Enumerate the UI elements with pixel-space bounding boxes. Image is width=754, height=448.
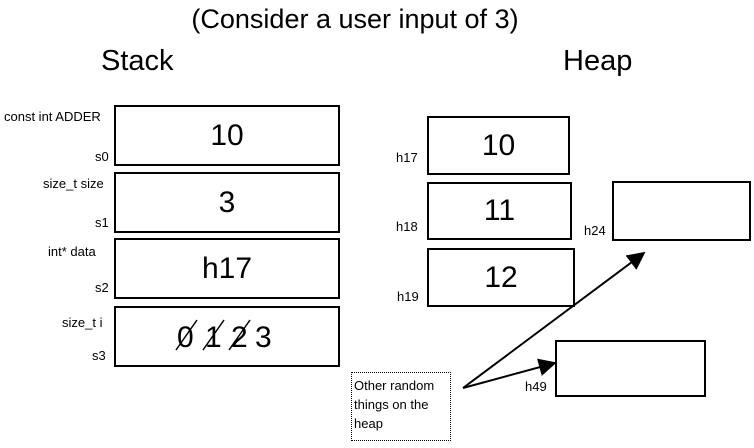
heap-cell-4-box [555, 340, 706, 397]
stack-slot-2-box: h17 [114, 238, 340, 299]
stack-slot-1-box: 3 [114, 172, 340, 233]
strikethrough-mark [175, 319, 198, 351]
stack-slot-3-box [114, 306, 340, 367]
heap-cell-3-box [612, 181, 751, 241]
heap-cell-0-box: 10 [427, 116, 570, 175]
stack-slot-0-name: const int ADDER [4, 109, 101, 124]
stack-slot-3-value: 3 [255, 321, 272, 354]
stack-slot-1-addr: s1 [95, 215, 109, 230]
arrow-to-h49 [462, 358, 557, 389]
heap-cell-0-addr: h17 [396, 150, 418, 165]
stack-slot-0-addr: s0 [95, 149, 109, 164]
heap-cell-2-value: 12 [484, 260, 518, 294]
heap-cell-3-addr: h24 [584, 223, 606, 238]
heap-cell-1-box: 11 [427, 182, 572, 240]
stack-slot-0-box: 10 [114, 105, 340, 166]
random-things-note: Other random things on the heap [351, 372, 451, 441]
heap-cell-1-addr: h18 [396, 219, 418, 234]
heap-cell-1-value: 11 [483, 194, 516, 227]
heap-cell-4-addr: h49 [525, 379, 547, 394]
strikethrough-mark [202, 319, 225, 351]
heap-cell-2-box: 12 [427, 248, 575, 307]
heap-heading: Heap [563, 45, 633, 77]
arrow-to-h24 [462, 251, 646, 389]
stack-slot-3-name: size_t i [62, 315, 103, 330]
strikethrough-mark [228, 319, 251, 351]
stack-slot-0-value: 10 [210, 118, 244, 152]
stack-slot-2-name: int* data [48, 244, 96, 259]
stack-slot-2-addr: s2 [95, 280, 109, 295]
heap-cell-0-value: 10 [481, 128, 516, 162]
stack-slot-1-value: 3 [218, 185, 236, 219]
stack-heading: Stack [101, 45, 174, 77]
heap-cell-2-addr: h19 [397, 289, 419, 304]
stack-slot-3-addr: s3 [92, 348, 106, 363]
stack-slot-2-value: h17 [201, 251, 253, 285]
diagram-title: (Consider a user input of 3) [191, 4, 519, 34]
stack-slot-1-name: size_t size [43, 176, 104, 191]
